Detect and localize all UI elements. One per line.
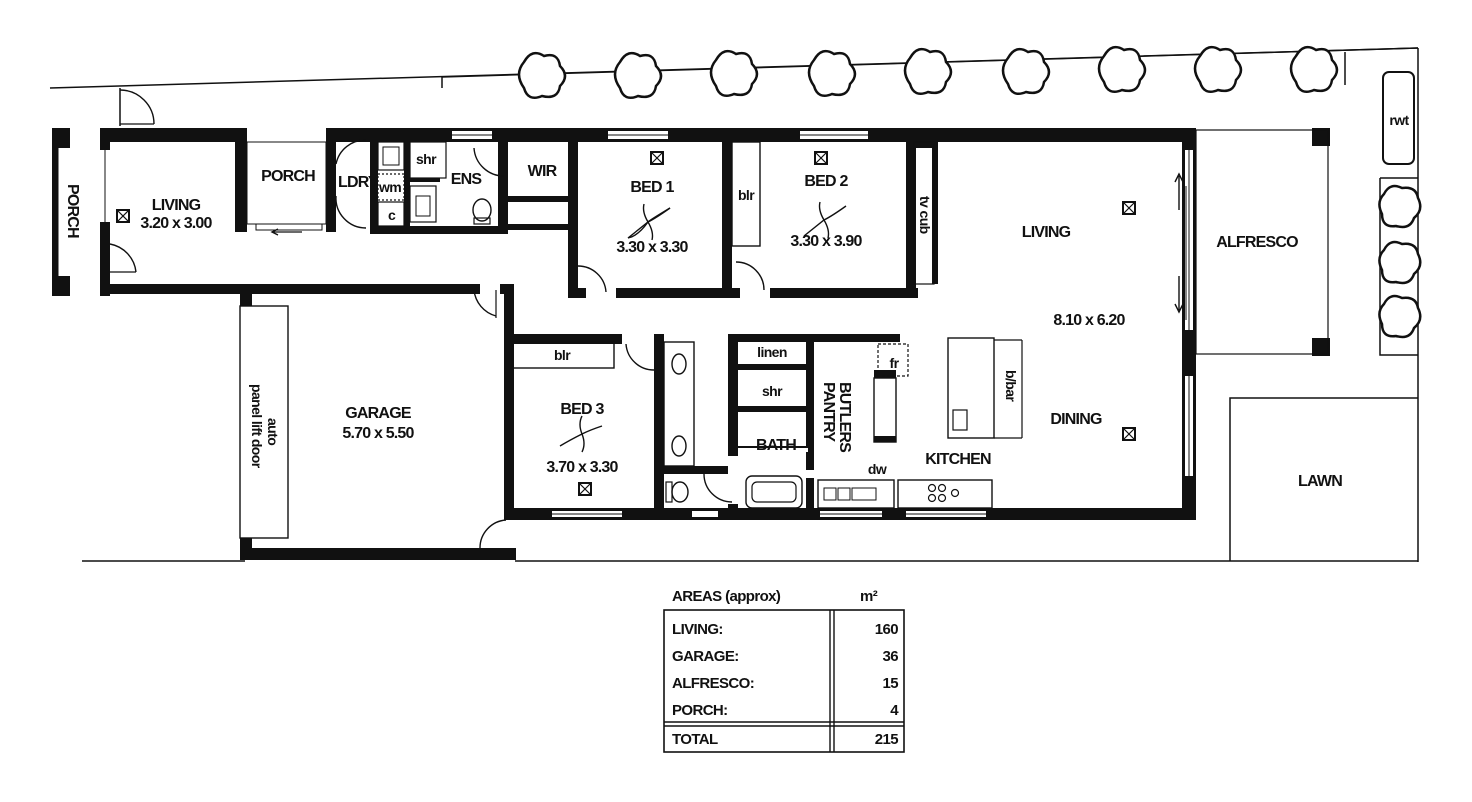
area-total-label: TOTAL bbox=[672, 731, 718, 748]
light-icon bbox=[650, 151, 664, 165]
tree-icon bbox=[1193, 45, 1243, 93]
wm-label: wm bbox=[378, 179, 401, 195]
walls bbox=[52, 128, 1330, 560]
garage-door-label-1: auto bbox=[265, 418, 281, 445]
butlers-label: BUTLERS bbox=[836, 382, 853, 453]
light-icon bbox=[578, 482, 592, 496]
porch-left-label: PORCH bbox=[64, 184, 81, 238]
bed2-dim: 3.30 x 3.90 bbox=[790, 233, 862, 250]
bath-label: BATH bbox=[756, 437, 796, 454]
tree-icon bbox=[903, 47, 953, 95]
area-row-value: 36 bbox=[883, 648, 899, 665]
pantry-label: PANTRY bbox=[820, 382, 837, 442]
wir-label: WIR bbox=[528, 163, 558, 180]
fridge-label: fr bbox=[890, 355, 900, 371]
area-row-value: 15 bbox=[883, 675, 899, 692]
tree-icon bbox=[1001, 47, 1051, 95]
cupboard-label: c bbox=[388, 207, 396, 223]
areas-heading: AREAS (approx) bbox=[672, 588, 781, 605]
tree-icon bbox=[1289, 45, 1339, 93]
areas-table: AREAS (approx) m² LIVING: 160 GARAGE: 36… bbox=[663, 588, 905, 753]
room-labels: PORCH LIVING 3.20 x 3.00 PORCH LDRY wm c… bbox=[64, 112, 1410, 490]
area-row-label: ALFRESCO: bbox=[672, 675, 754, 692]
porch-mid-label: PORCH bbox=[261, 168, 315, 185]
doors bbox=[109, 139, 765, 549]
bed1-label: BED 1 bbox=[630, 179, 674, 196]
rwt-label: rwt bbox=[1389, 112, 1409, 128]
area-row-value: 160 bbox=[875, 621, 898, 638]
area-total-value: 215 bbox=[875, 731, 898, 748]
alfresco-label: ALFRESCO bbox=[1216, 234, 1298, 251]
light-icon bbox=[1122, 427, 1136, 441]
garage-door-label-2: panel lift door bbox=[249, 384, 265, 469]
shr-bath-label: shr bbox=[762, 383, 783, 399]
ldry-label: LDRY bbox=[338, 174, 379, 191]
trees bbox=[517, 45, 1422, 339]
areas-unit: m² bbox=[860, 588, 878, 605]
tree-icon bbox=[1378, 294, 1422, 339]
ceiling-fan-icon bbox=[803, 201, 847, 239]
lawn-label: LAWN bbox=[1298, 473, 1342, 490]
kitchen-label: KITCHEN bbox=[925, 451, 991, 468]
bed1-dim: 3.30 x 3.30 bbox=[616, 239, 688, 256]
tv-cub-label: tv cub bbox=[917, 196, 933, 234]
bbar-label: b/bar bbox=[1003, 370, 1019, 402]
living-main-dim: 8.10 x 6.20 bbox=[1053, 312, 1125, 329]
tree-icon bbox=[613, 51, 663, 99]
tree-icon bbox=[1097, 45, 1147, 93]
dishwasher-label: dw bbox=[868, 461, 887, 477]
ceiling-fan-icon bbox=[627, 203, 671, 241]
living-main-label: LIVING bbox=[1022, 224, 1071, 241]
shr-ens-label: shr bbox=[416, 151, 437, 167]
bed3-dim: 3.70 x 3.30 bbox=[546, 459, 618, 476]
light-icon bbox=[814, 151, 828, 165]
ceiling-fan-icon bbox=[559, 415, 603, 453]
garage-label: GARAGE bbox=[345, 405, 412, 422]
tree-icon bbox=[1378, 240, 1422, 285]
rainwater-tank bbox=[1382, 71, 1415, 165]
living-small-dim: 3.20 x 3.00 bbox=[140, 215, 212, 232]
fixtures bbox=[57, 129, 1329, 539]
tree-icon bbox=[709, 49, 759, 97]
blr1-label: blr bbox=[738, 187, 755, 203]
tree-icon bbox=[517, 51, 567, 99]
bed2-label: BED 2 bbox=[804, 173, 848, 190]
linen-label: linen bbox=[757, 344, 787, 360]
bed3-label: BED 3 bbox=[560, 401, 604, 418]
ens-label: ENS bbox=[451, 171, 483, 188]
area-row-label: GARAGE: bbox=[672, 648, 739, 665]
area-row-value: 4 bbox=[890, 702, 899, 719]
living-small-label: LIVING bbox=[152, 197, 201, 214]
dining-label: DINING bbox=[1050, 411, 1102, 428]
light-icon bbox=[116, 209, 130, 223]
blr3-label: blr bbox=[554, 347, 571, 363]
area-row-label: PORCH: bbox=[672, 702, 728, 719]
ceiling-symbols bbox=[116, 151, 1136, 496]
tree-icon bbox=[807, 49, 857, 97]
sliding-door-arrows bbox=[1174, 172, 1187, 320]
area-row-label: LIVING: bbox=[672, 621, 723, 638]
tree-icon bbox=[1378, 184, 1422, 229]
garage-dim: 5.70 x 5.50 bbox=[342, 425, 414, 442]
light-icon bbox=[1122, 201, 1136, 215]
